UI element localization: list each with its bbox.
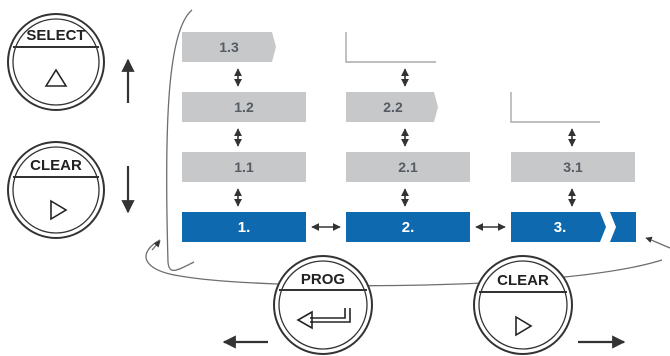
menu-box-1-2[interactable]: 1.2 xyxy=(182,92,306,122)
clear-button-label: CLEAR xyxy=(497,272,549,289)
menu-box-label: 1.1 xyxy=(234,159,254,175)
clear-button-left[interactable]: CLEAR xyxy=(7,141,105,239)
menu-box-1-3[interactable]: 1.3 xyxy=(182,32,276,62)
clear-button-label: CLEAR xyxy=(30,157,82,174)
clear-button-bottom[interactable]: CLEAR xyxy=(473,255,573,355)
menu-box-label: 2.1 xyxy=(398,159,418,175)
menu-box-3-1[interactable]: 3.1 xyxy=(511,152,635,182)
menu-box-label: 3.1 xyxy=(563,159,583,175)
right-triangle-icon xyxy=(515,315,533,337)
return-arrow-icon xyxy=(296,308,351,330)
menu-box-main-2[interactable]: 2. xyxy=(346,212,470,242)
menu-box-main-1[interactable]: 1. xyxy=(182,212,306,242)
right-triangle-icon xyxy=(50,199,68,221)
select-button-label: SELECT xyxy=(26,27,85,44)
prog-button-label: PROG xyxy=(301,271,345,288)
prog-button[interactable]: PROG xyxy=(273,255,373,355)
loop-arrow-left xyxy=(151,240,161,251)
loop-line-bottom xyxy=(145,239,663,287)
menu-box-label: 1. xyxy=(238,219,251,236)
menu-box-label: 2. xyxy=(402,219,415,236)
menu-box-main-3[interactable]: 3. xyxy=(511,212,636,242)
empty-level-marker-col2 xyxy=(345,32,436,63)
menu-box-label: 1.2 xyxy=(234,99,254,115)
menu-box-2-1[interactable]: 2.1 xyxy=(346,152,470,182)
menu-box-label: 2.2 xyxy=(383,99,403,115)
menu-box-label: 1.3 xyxy=(219,39,239,55)
up-triangle-icon xyxy=(44,68,68,87)
menu-box-1-1[interactable]: 1.1 xyxy=(182,152,306,182)
loop-line-right xyxy=(645,236,670,249)
select-button[interactable]: SELECT xyxy=(7,13,105,111)
empty-level-marker-col3 xyxy=(510,92,600,123)
menu-box-label: 3. xyxy=(554,219,567,236)
menu-box-2-2[interactable]: 2.2 xyxy=(346,92,438,122)
loop-line-left xyxy=(166,9,195,271)
